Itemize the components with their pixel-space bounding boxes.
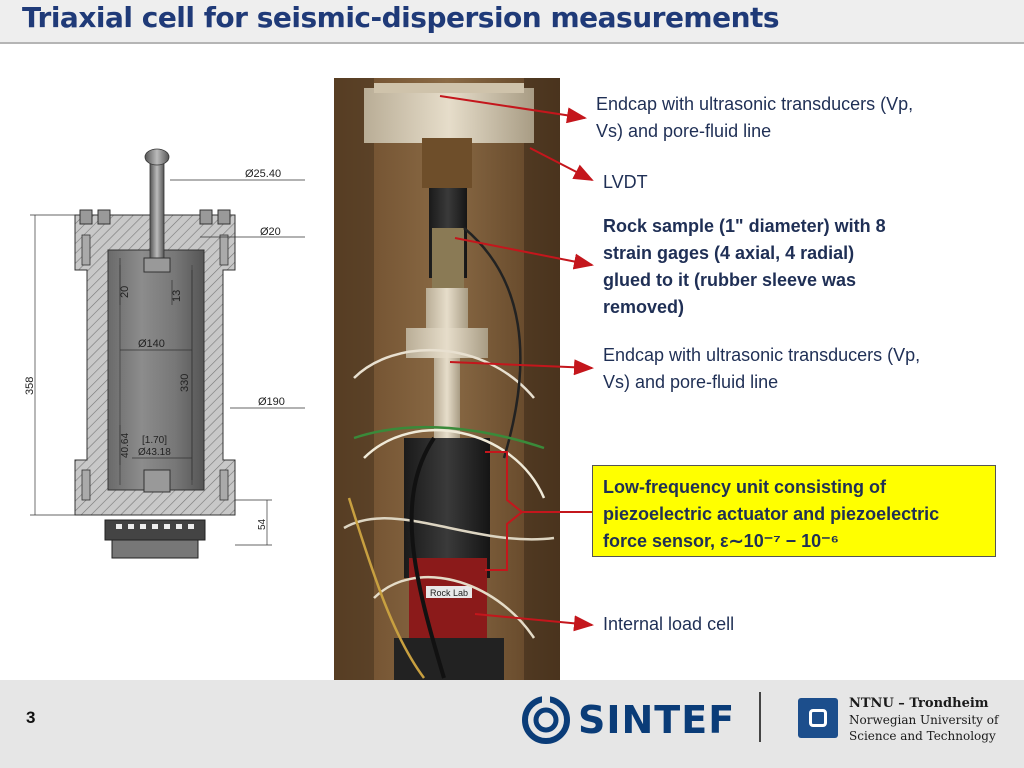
dim-v330: 330 [179,374,191,392]
dim-d20: Ø20 [260,226,281,238]
dim-d2540: Ø25.40 [245,168,281,180]
triaxial-cell-drawing: Ø25.40 Ø20 20 13 Ø140 330 358 Ø190 40.64… [24,148,305,559]
label-lvdt: LVDT [603,172,648,192]
footer: 3 SINTEF NTNU – Trondheim Norwegian Univ… [0,680,1024,768]
dim-d140: Ø140 [138,338,165,350]
dim-v358: 358 [24,377,36,395]
title-bar: Triaxial cell for seismic-dispersion mea… [0,0,1024,44]
dim-v20: 20 [119,286,131,298]
sintef-logo: SINTEF [522,696,734,744]
label-load-cell: Internal load cell [603,614,735,634]
label-rock-sample: Rock sample (1" diameter) with 8 strain … [603,216,886,317]
dim-v4064: 40.64 [120,433,131,458]
ntnu-wordmark: NTNU – Trondheim Norwegian University of… [849,696,999,743]
low-frequency-unit-box: Low-frequency unit consisting of piezoel… [592,465,996,557]
dim-d190: Ø190 [258,396,285,408]
dim-v54: 54 [257,518,268,530]
sintef-mark-icon [522,696,570,744]
triaxial-cell-photo: Rock Lab [334,78,560,683]
ntnu-logo-icon [798,698,838,738]
label-endcap-mid: Endcap with ultrasonic transducers (Vp, … [603,345,921,392]
page-number: 3 [26,708,36,727]
photo-badge: Rock Lab [430,588,468,598]
dim-d4318: Ø43.18 [138,447,171,458]
slide-title: Triaxial cell for seismic-dispersion mea… [22,1,780,34]
footer-divider [759,692,761,742]
label-endcap-top: Endcap with ultrasonic transducers (Vp, … [596,94,914,141]
dim-v170: [1.70] [142,435,167,446]
dim-v13: 13 [171,290,183,302]
sintef-wordmark: SINTEF [578,698,736,742]
